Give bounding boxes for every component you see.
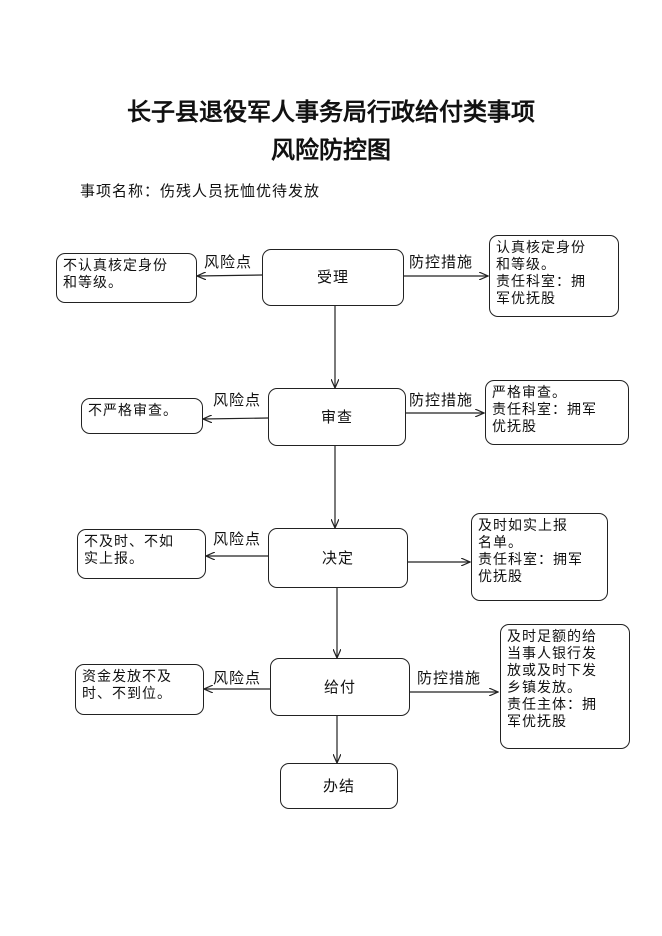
step-accept: 受理 bbox=[262, 249, 404, 306]
risk-label-4: 风险点 bbox=[213, 669, 262, 687]
risk-label-2: 风险点 bbox=[213, 391, 262, 409]
step-review: 审查 bbox=[268, 388, 406, 446]
control-box-2: 严格审查。 责任科室：拥军 优抚股 bbox=[485, 380, 629, 445]
control-label-1: 防控措施 bbox=[409, 253, 474, 271]
risk-box-4: 资金发放不及 时、不到位。 bbox=[75, 664, 204, 715]
arrow-risk-2 bbox=[203, 418, 269, 419]
page-title: 长子县退役军人事务局行政给付类事项 bbox=[127, 97, 535, 126]
risk-box-2: 不严格审查。 bbox=[81, 398, 203, 434]
control-label-2: 防控措施 bbox=[409, 391, 474, 409]
control-box-3: 及时如实上报 名单。 责任科室：拥军 优抚股 bbox=[471, 513, 608, 601]
control-box-4: 及时足额的给 当事人银行发 放或及时下发 乡镇发放。 责任主体：拥 军优抚股 bbox=[500, 624, 630, 749]
page-subtitle-title: 风险防控图 bbox=[271, 135, 391, 164]
item-name: 事项名称：伤残人员抚恤优待发放 bbox=[80, 182, 321, 200]
arrow-risk-1 bbox=[197, 275, 263, 276]
step-pay: 给付 bbox=[270, 658, 410, 716]
risk-box-3: 不及时、不如 实上报。 bbox=[77, 529, 206, 579]
step-finish: 办结 bbox=[280, 763, 398, 809]
control-label-4: 防控措施 bbox=[417, 669, 482, 687]
risk-box-1: 不认真核定身份 和等级。 bbox=[56, 253, 197, 303]
risk-label-3: 风险点 bbox=[213, 530, 262, 548]
control-box-1: 认真核定身份 和等级。 责任科室：拥 军优抚股 bbox=[489, 235, 619, 317]
risk-label-1: 风险点 bbox=[204, 253, 253, 271]
step-decide: 决定 bbox=[268, 528, 408, 588]
